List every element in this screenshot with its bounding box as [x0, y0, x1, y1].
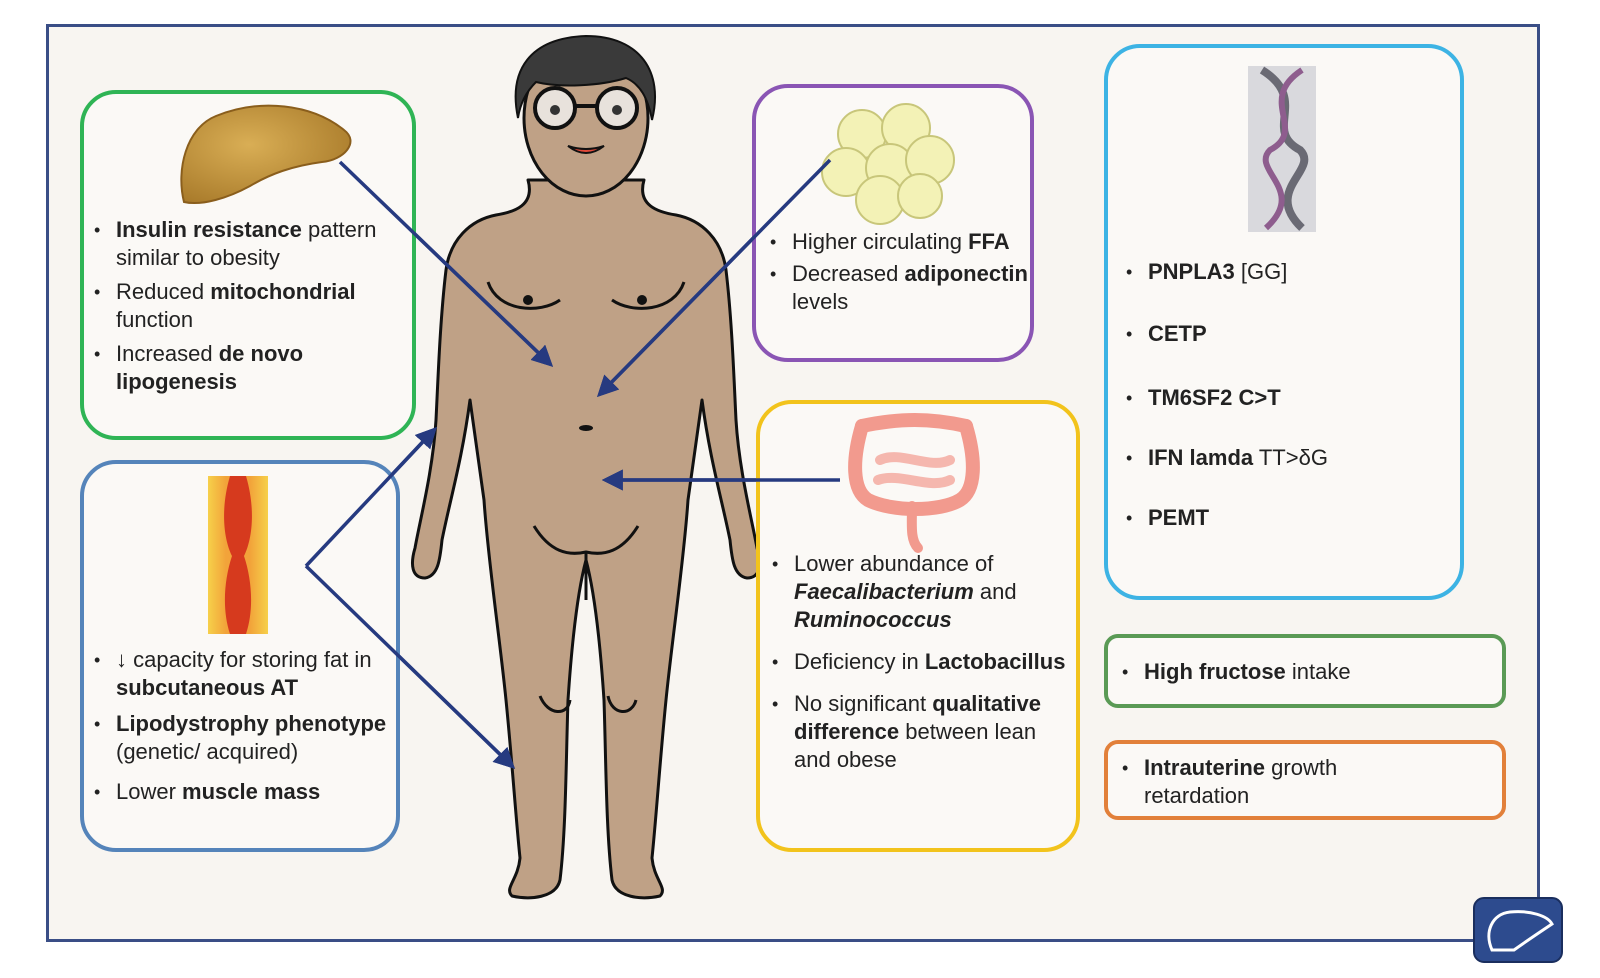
arrow-fat-to-body	[597, 158, 832, 397]
dna-icon	[1248, 66, 1316, 232]
arrow-vessel-to-leg	[304, 564, 516, 769]
list-item: PEMT	[1124, 504, 1444, 532]
intestine-icon	[848, 413, 980, 553]
list-item: Increased de novo lipogenesis	[92, 340, 408, 396]
list-item: ↓ capacity for storing fat in subcutaneo…	[92, 646, 396, 702]
list-item: Intrauterine growth retardation	[1120, 754, 1380, 810]
arrow-vessel-to-arm	[304, 426, 437, 568]
list-item: Lipodystrophy phenotype (genetic/ acquir…	[92, 710, 396, 766]
list-item: High fructose intake	[1120, 658, 1500, 686]
list-item: Insulin resistance pattern similar to ob…	[92, 216, 408, 272]
list-item: Higher circulating FFA	[768, 228, 1028, 256]
liver-logo-icon	[1473, 897, 1563, 963]
list-item: Decreased adiponectin levels	[768, 260, 1028, 316]
blood-vessel-icon	[208, 476, 268, 634]
fat-list: Higher circulating FFA Decreased adipone…	[768, 228, 1028, 316]
list-item: Deficiency in Lactobacillus	[770, 648, 1070, 676]
adipocyte-icon	[821, 103, 955, 225]
list-item: Lower abundance of Faecalibacterium and …	[770, 550, 1070, 634]
liver-list: Insulin resistance pattern similar to ob…	[92, 216, 408, 396]
list-item: CETP	[1124, 320, 1444, 348]
list-item: Lower muscle mass	[92, 778, 396, 806]
gene-list: PNPLA3 [GG] CETP TM6SF2 C>T IFN lamda TT…	[1124, 258, 1444, 532]
list-item: PNPLA3 [GG]	[1124, 258, 1444, 286]
list-item: TM6SF2 C>T	[1124, 384, 1444, 412]
list-item: Reduced mitochondrial function	[92, 278, 408, 334]
liver-icon	[180, 104, 352, 204]
human-figure	[411, 34, 761, 900]
list-item: No significant qualitative difference be…	[770, 690, 1070, 774]
gut-list: Lower abundance of Faecalibacterium and …	[770, 550, 1070, 774]
vessel-list: ↓ capacity for storing fat in subcutaneo…	[92, 646, 396, 806]
arrow-liver-to-body	[338, 160, 554, 367]
list-item: IFN lamda TT>δG	[1124, 444, 1444, 472]
fructose-list: High fructose intake	[1120, 658, 1500, 686]
iugr-list: Intrauterine growth retardation	[1120, 754, 1380, 810]
